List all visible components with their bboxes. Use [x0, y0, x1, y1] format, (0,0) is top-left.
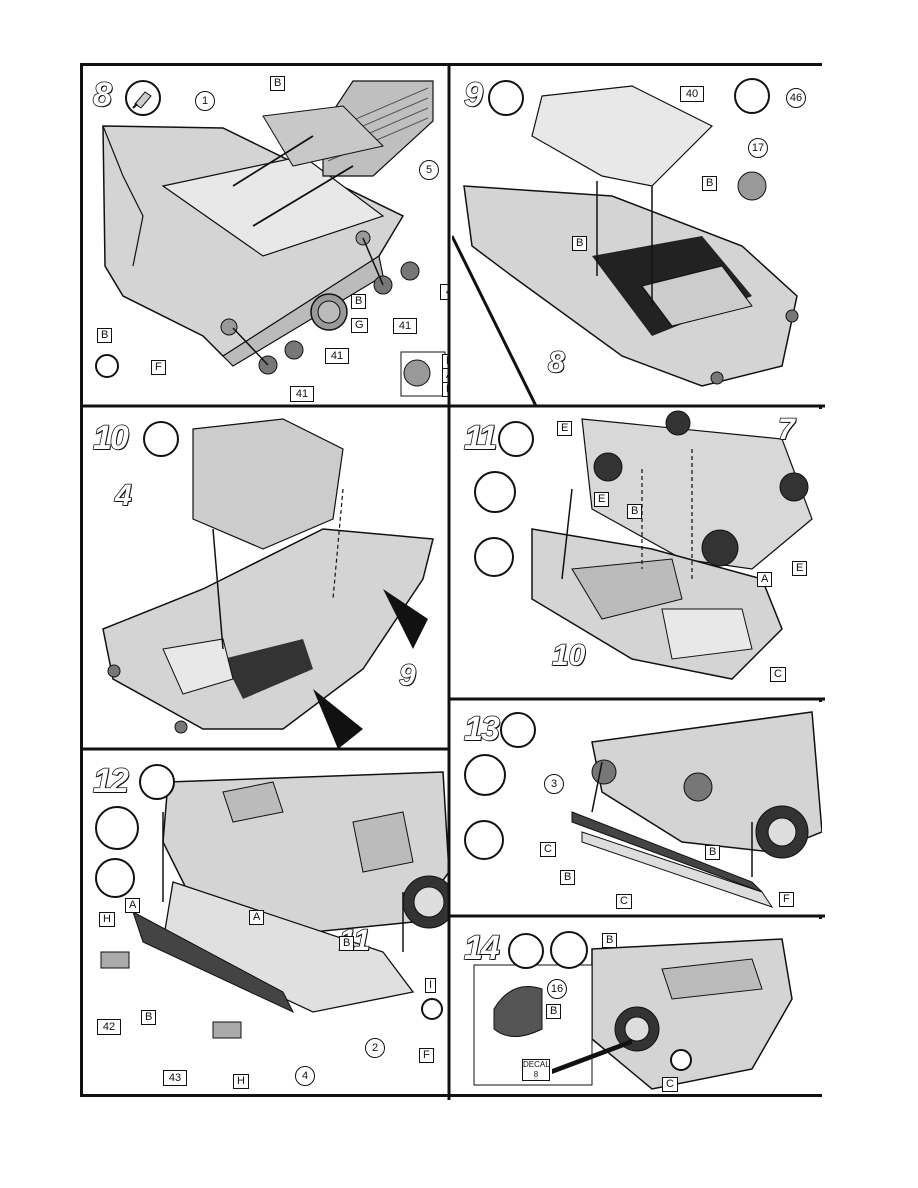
step-number: 8 — [92, 76, 112, 114]
paint-label-h: H — [442, 354, 449, 369]
paint-label-b: B — [339, 936, 355, 951]
paint-label-b: B — [97, 328, 113, 343]
step-11-panel: 11 7 10 E E E B A C — [452, 409, 822, 699]
glue-tube-icon — [508, 933, 544, 969]
paint-label-a: A — [125, 898, 141, 913]
part-number-41: 41 — [440, 284, 449, 300]
paint-label-i: I — [425, 978, 437, 993]
step-number: 14 — [463, 929, 500, 967]
drying-time-clock-icon — [464, 754, 506, 796]
paint-label-h: H — [233, 1074, 249, 1089]
step-12-drawing — [100, 771, 449, 1039]
tape-roll-icon — [95, 858, 135, 898]
paint-label-b: B — [702, 176, 718, 191]
step-13-drawing — [571, 711, 822, 908]
paint-label-a: A — [442, 368, 449, 383]
part-number-4: 4 — [295, 1066, 315, 1086]
paint-label-b: B — [705, 845, 721, 860]
part-number-46: 46 — [786, 88, 806, 108]
paint-label-e: E — [557, 421, 573, 436]
decal-reference: DECAL 8 — [522, 1059, 550, 1081]
paint-label-f: F — [419, 1048, 434, 1063]
rotate-model-icon — [421, 998, 443, 1020]
reference-step-10: 10 — [551, 638, 586, 673]
light-lens-parts — [232, 237, 420, 375]
paint-label-f: F — [779, 892, 794, 907]
rotate-model-icon — [670, 1049, 692, 1071]
drying-time-clock-icon — [95, 806, 139, 850]
paint-label-b: B — [270, 76, 286, 91]
part-number-1: 1 — [195, 91, 215, 111]
paint-label-f: F — [151, 360, 166, 375]
part-number-42: 42 — [97, 1019, 121, 1035]
part-number-2: 2 — [365, 1038, 385, 1058]
step-8-drawing — [102, 80, 446, 397]
paint-label-a: A — [757, 572, 773, 587]
paint-label-c: C — [540, 842, 556, 857]
step-number: 13 — [463, 710, 500, 748]
step-number: 12 — [92, 762, 129, 800]
paint-label-g: G — [351, 318, 368, 333]
instruction-sheet: 8 1 5 B B G H A B F B 41 41 41 41 — [80, 63, 825, 1100]
paint-label-c: C — [770, 667, 786, 682]
step-number: 11 — [463, 419, 498, 457]
paint-label-e: E — [792, 561, 808, 576]
paint-label-b: B — [442, 382, 449, 397]
part-number-3: 3 — [544, 774, 564, 794]
paint-label-a: A — [249, 910, 265, 925]
reference-step-8: 8 — [547, 345, 565, 380]
step-number: 9 — [463, 76, 483, 114]
paint-label-b: B — [602, 933, 618, 948]
part-number-41: 41 — [290, 386, 314, 402]
step-14-drawing — [473, 938, 793, 1090]
tape-roll-icon — [474, 537, 514, 577]
reference-step-7: 7 — [777, 412, 795, 447]
part-number-41: 41 — [393, 318, 417, 334]
grille-part — [262, 80, 434, 177]
paint-label-b: B — [572, 236, 588, 251]
paint-label-b: B — [560, 870, 576, 885]
paint-label-c: C — [662, 1077, 678, 1092]
paint-label-b: B — [546, 1004, 562, 1019]
reference-part-4: 4 — [114, 478, 132, 513]
step-10-drawing — [102, 418, 434, 749]
part-number-17: 17 — [748, 138, 768, 158]
decal-water-icon — [550, 931, 588, 969]
glue-tube-icon — [139, 764, 175, 800]
part-number-43: 43 — [163, 1070, 187, 1086]
step-8-panel: 8 1 5 B B G H A B F B 41 41 41 41 — [83, 66, 449, 406]
step-13-panel: 13 3 C B B C F — [452, 702, 822, 916]
part-number-41: 41 — [325, 348, 349, 364]
rotate-model-icon — [734, 78, 770, 114]
tape-roll-icon — [464, 820, 504, 860]
step-9-panel: 9 40 46 17 B B 8 — [452, 66, 822, 406]
step-11-drawing — [531, 410, 813, 680]
glue-tube-icon — [498, 421, 534, 457]
decal-word: DECAL — [523, 1060, 550, 1069]
rotate-model-icon — [95, 354, 119, 378]
drying-time-clock-icon — [474, 471, 516, 513]
step-9-drawing — [452, 85, 799, 406]
paint-label-h: H — [99, 912, 115, 927]
paint-label-e: E — [594, 492, 610, 507]
paint-label-b: B — [627, 504, 643, 519]
decal-number: 8 — [533, 1070, 539, 1079]
paint-label-b: B — [141, 1010, 157, 1025]
part-number-16: 16 — [547, 979, 567, 999]
glue-tube-icon — [488, 80, 524, 116]
step-number: 10 — [92, 419, 129, 457]
step-14-panel: 14 B 16 B C DECAL 8 — [452, 919, 822, 1094]
part-number-40: 40 — [680, 86, 704, 102]
step-10-panel: 10 4 9 — [83, 409, 449, 749]
step-12-panel: 12 11 H A A B B H I F 42 43 2 4 — [83, 752, 449, 1094]
glue-tube-icon — [143, 421, 179, 457]
glue-tube-icon — [500, 712, 536, 748]
part-number-5: 5 — [419, 160, 439, 180]
paint-label-b: B — [351, 294, 367, 309]
glue-tube-icon — [125, 80, 161, 116]
paint-label-c: C — [616, 894, 632, 909]
reference-step-9: 9 — [398, 658, 416, 693]
